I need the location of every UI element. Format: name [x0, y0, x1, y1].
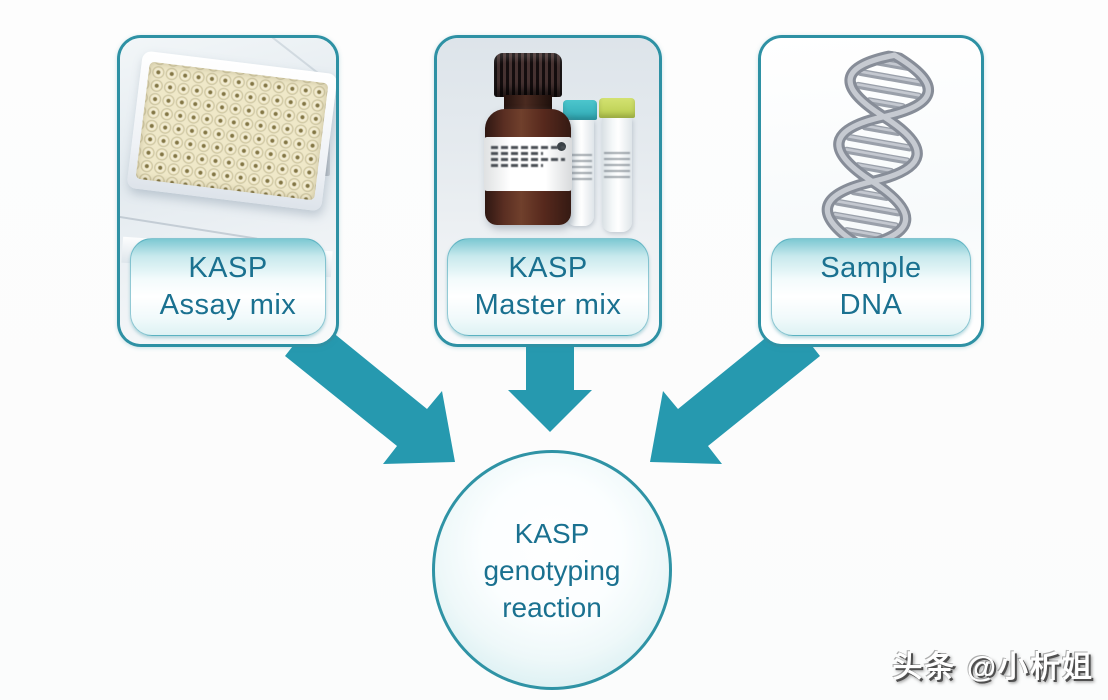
circle-line: reaction [502, 591, 602, 623]
circle-line: genotyping [483, 554, 621, 586]
bottle-label [484, 137, 572, 191]
microtube-green-cap [599, 98, 635, 232]
arrow-right-diagonal [650, 318, 820, 464]
kasp-genotyping-reaction-circle: KASP genotyping reaction [432, 450, 672, 690]
circle-line: KASP [514, 517, 590, 549]
label-line: Master mix [474, 289, 622, 321]
label-line: Assay mix [159, 289, 297, 321]
label-line: KASP [508, 252, 588, 284]
reagent-bottle [484, 53, 572, 225]
arrow-middle-down [508, 345, 592, 432]
label-line: KASP [188, 252, 268, 284]
label-line: Sample [820, 252, 922, 284]
bag-edge-line [120, 214, 258, 240]
arrow-left-diagonal [285, 318, 455, 464]
label-text-line [491, 146, 565, 149]
label-text-line [491, 158, 565, 161]
label-text-line [491, 164, 543, 167]
card-sample-dna: Sample DNA [758, 35, 984, 347]
96-well-plate [135, 61, 329, 201]
label-line: DNA [839, 289, 903, 321]
bottle-neck [504, 95, 552, 110]
bottle-body [484, 109, 572, 225]
card-label-sample-dna: Sample DNA [771, 238, 971, 336]
label-text-line [491, 152, 543, 155]
card-kasp-master-mix: KASP Master mix [434, 35, 662, 347]
card-kasp-assay-mix: KASP Assay mix [117, 35, 339, 347]
bottle-cap [494, 53, 562, 97]
tube-cap [563, 100, 597, 120]
plate-tray [126, 50, 336, 212]
watermark-text: 头条 @小析姐 [892, 651, 1094, 684]
card-label-kasp-master-mix: KASP Master mix [447, 238, 649, 336]
reagent-bottle-photo [437, 38, 659, 344]
card-label-kasp-assay-mix: KASP Assay mix [130, 238, 326, 336]
tube-body [602, 118, 632, 232]
tube-cap [599, 98, 635, 118]
